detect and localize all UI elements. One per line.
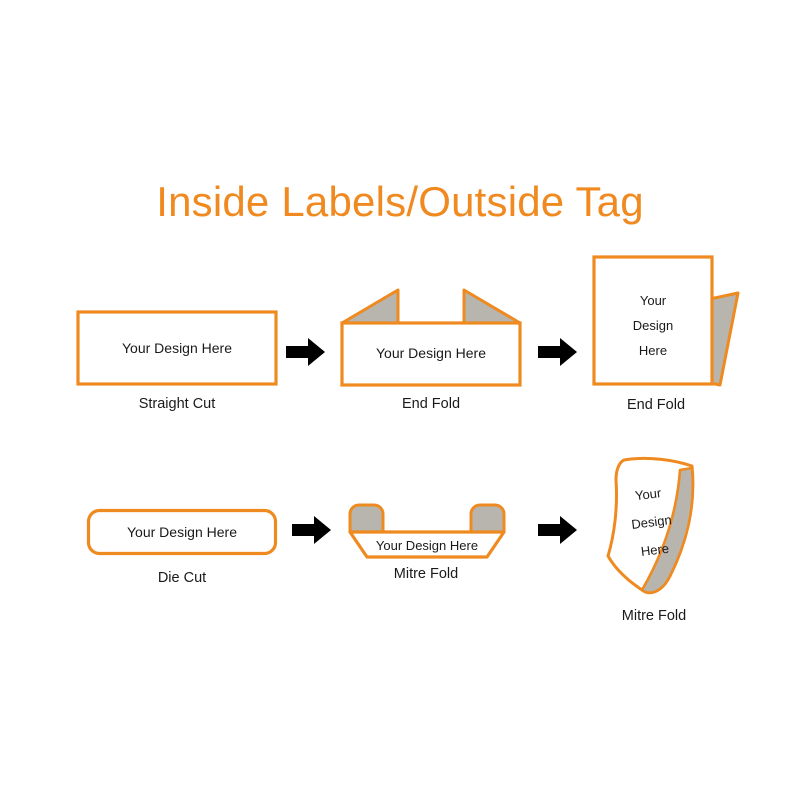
end-fold-left-flap [340,288,400,325]
straight-cut-design-text: Your Design Here [122,340,232,356]
mitre-fold-flat-design-text: Your Design Here [376,538,478,553]
end-fold-3d-design-line-2: Design [633,318,673,333]
caption-end-fold-flat: End Fold [401,396,461,412]
caption-end-fold-3d: End Fold [626,397,686,413]
stage-end-fold-3d: Your Design Here [588,253,740,393]
end-fold-3d-panel [592,255,714,386]
stage-mitre-fold-3d: Your Design Here [600,450,720,602]
mitre-fold-3d-design-line-3: Here [640,541,670,559]
end-fold-flat-design-text: Your Design Here [376,345,486,361]
die-cut-panel [86,508,278,556]
mitre-fold-3d-design-line-2: Design [630,512,672,532]
caption-mitre-fold-flat: Mitre Fold [393,566,459,582]
die-cut-design-text: Your Design Here [127,524,237,540]
end-fold-flat-panel [340,321,522,387]
end-fold-3d-side-flap [708,291,740,387]
end-fold-right-flap [462,288,522,325]
arrow-right-icon [292,514,332,551]
stage-die-cut: Your Design Here [86,508,278,556]
arrow-right-icon [286,336,326,373]
straight-cut-panel [76,310,278,386]
stage-straight-cut: Your Design Here [76,310,278,386]
mitre-fold-left-tab [348,503,385,534]
mitre-fold-flat-panel [348,530,506,559]
stage-mitre-fold-flat: Your Design Here [344,500,514,562]
stage-end-fold-flat: Your Design Here [336,284,526,388]
arrow-right-icon [538,336,578,373]
end-fold-3d-design-line-3: Here [639,343,667,358]
mitre-fold-right-tab [469,503,506,534]
caption-straight-cut: Straight Cut [138,396,216,412]
caption-die-cut: Die Cut [157,570,207,586]
page-title: Inside Labels/Outside Tag [156,178,644,225]
arrow-right-icon [538,514,578,551]
end-fold-3d-design-line-1: Your [640,293,667,308]
mitre-fold-3d-design-line-1: Your [634,485,663,503]
caption-mitre-fold-3d: Mitre Fold [621,608,687,624]
mitre-fold-3d-fold-face [640,466,695,594]
